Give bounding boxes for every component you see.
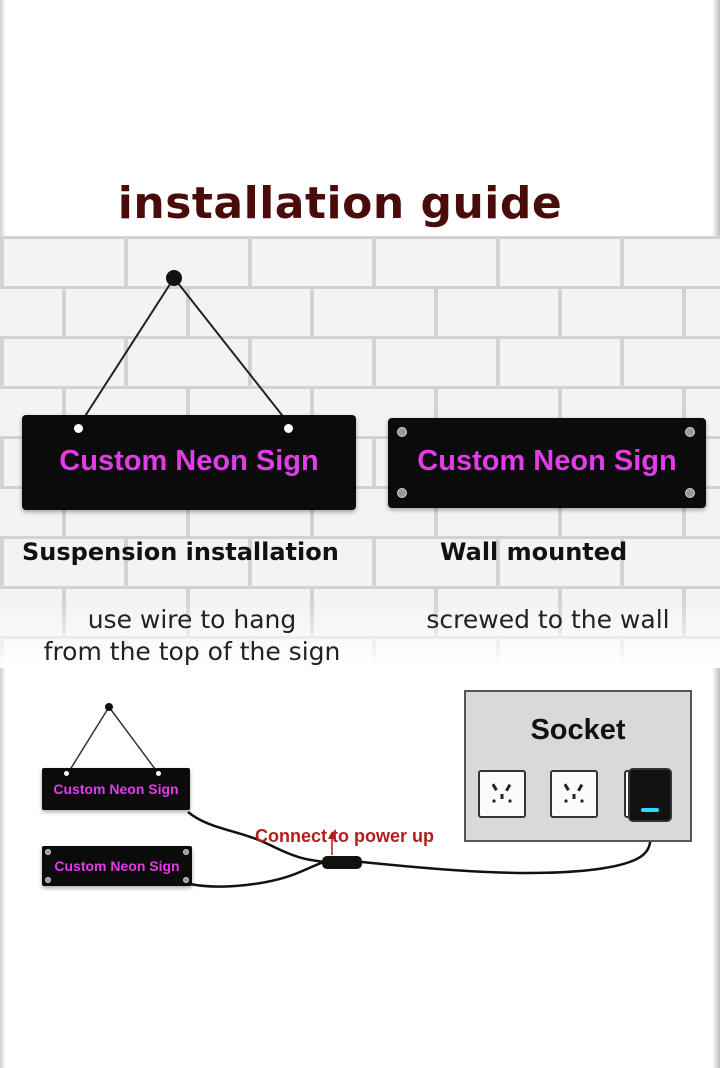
connect-to-power-label: Connect to power up xyxy=(255,826,434,846)
power-outlet-icon xyxy=(550,770,598,818)
wiring-sign-2: Custom Neon Sign xyxy=(42,846,192,886)
suspension-description-line2: from the top of the sign xyxy=(43,637,341,666)
hang-hole-right xyxy=(284,424,293,433)
screw-icon xyxy=(183,849,189,855)
wall-mounted-neon-sign: Custom Neon Sign xyxy=(388,418,706,508)
wiring-sign-1-text: Custom Neon Sign xyxy=(53,781,179,797)
screw-icon xyxy=(45,849,51,855)
socket-panel: Socket xyxy=(464,690,692,842)
suspension-heading: Suspension installation xyxy=(22,538,339,566)
suspension-neon-sign: Custom Neon Sign xyxy=(22,415,356,510)
suspension-description-line1: use wire to hang xyxy=(87,605,297,634)
hang-hole-left xyxy=(74,424,83,433)
wiring-sign-2-text: Custom Neon Sign xyxy=(54,858,180,874)
brick-wall-background xyxy=(0,236,720,668)
led-indicator xyxy=(641,808,659,812)
hang-hole-right xyxy=(156,771,161,776)
screw-icon xyxy=(397,427,407,437)
screw-icon xyxy=(183,877,189,883)
wall-mounted-description: screwed to the wall xyxy=(426,605,670,634)
screw-icon xyxy=(685,427,695,437)
nail-icon xyxy=(166,270,182,286)
screw-icon xyxy=(685,488,695,498)
hang-hole-left xyxy=(64,771,69,776)
screw-icon xyxy=(397,488,407,498)
page-title: installation guide xyxy=(117,178,563,229)
screw-icon xyxy=(45,877,51,883)
suspension-description: use wire to hang from the top of the sig… xyxy=(22,604,362,668)
suspension-sign-text: Custom Neon Sign xyxy=(59,445,319,477)
power-outlet-icon xyxy=(478,770,526,818)
power-adapter-icon xyxy=(628,768,672,822)
socket-label: Socket xyxy=(530,714,626,746)
wall-sign-text: Custom Neon Sign xyxy=(417,445,677,477)
wiring-sign-1: Custom Neon Sign xyxy=(42,768,190,810)
wall-mounted-heading: Wall mounted xyxy=(440,538,628,566)
